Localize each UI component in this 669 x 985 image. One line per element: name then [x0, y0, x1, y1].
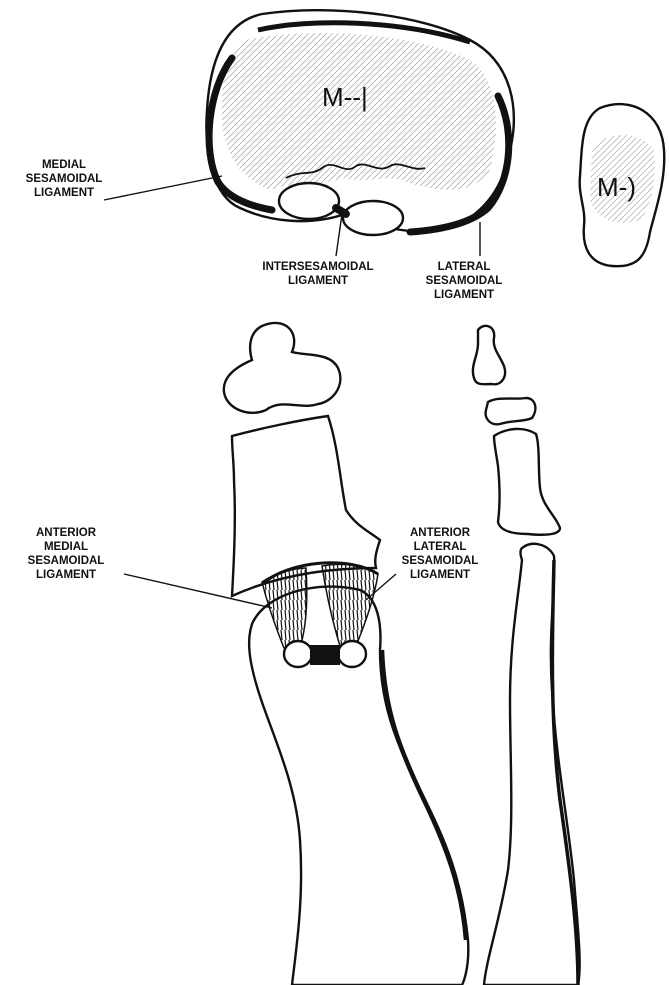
label-line: INTERSESAMOIDAL: [262, 261, 373, 273]
anterior-lateral-sesamoid: [338, 641, 366, 667]
intersesamoidal-ligament-band: [336, 208, 346, 214]
label-medial-sesamoidal-ligament: MEDIAL SESAMOIDAL LIGAMENT: [26, 159, 222, 200]
label-line: LIGAMENT: [288, 275, 348, 287]
label-line: LIGAMENT: [410, 569, 470, 581]
label-line: SESAMOIDAL: [402, 555, 479, 567]
label-line: SESAMOIDAL: [28, 555, 105, 567]
label-anterior-lateral-sesamoidal-ligament: ANTERIOR LATERAL SESAMOIDAL LIGAMENT: [366, 527, 478, 600]
label-line: SESAMOIDAL: [426, 275, 503, 287]
leader-medial: [104, 176, 222, 200]
great-toe-distal-phalanx: [224, 323, 341, 413]
great-toe-skeleton: [224, 323, 468, 985]
second-toe-distal-phalanx: [473, 326, 505, 384]
second-metatarsal: [484, 544, 580, 985]
second-toe-middle-phalanx: [486, 398, 536, 424]
anterior-medial-sesamoid: [284, 641, 312, 667]
small-cross-section: M-): [580, 104, 665, 266]
label-line: LATERAL: [438, 261, 491, 273]
medial-sesamoid: [279, 183, 339, 219]
label-line: LATERAL: [414, 541, 467, 553]
label-line: LIGAMENT: [434, 289, 494, 301]
label-lateral-sesamoidal-ligament: LATERAL SESAMOIDAL LIGAMENT: [426, 222, 503, 301]
label-line: MEDIAL: [44, 541, 88, 553]
second-toe-skeleton: [473, 326, 580, 985]
anterior-intersesamoidal-ligament: [310, 645, 340, 665]
label-line: ANTERIOR: [410, 527, 471, 539]
second-toe-proximal-phalanx: [494, 429, 560, 535]
section-mark-main: M--|: [322, 82, 368, 112]
lateral-sesamoid: [343, 201, 403, 235]
label-line: SESAMOIDAL: [26, 173, 103, 185]
metatarsal-cross-section: M--|: [206, 10, 513, 235]
label-line: MEDIAL: [42, 159, 86, 171]
label-line: ANTERIOR: [36, 527, 97, 539]
leader-intersesamoidal: [336, 214, 342, 256]
section-mark-small: M-): [597, 172, 636, 202]
label-line: LIGAMENT: [36, 569, 96, 581]
label-line: LIGAMENT: [34, 187, 94, 199]
